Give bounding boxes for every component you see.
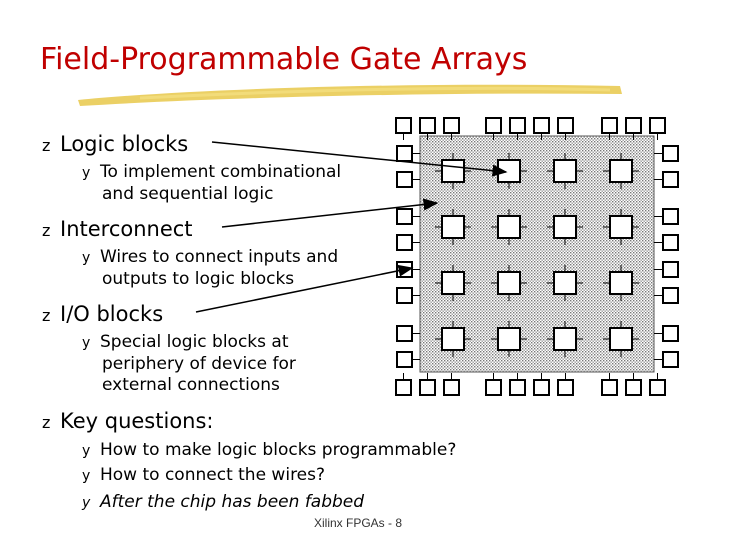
logic-block [609, 271, 633, 295]
sub-bullet: y After the chip has been fabbed [82, 492, 364, 514]
io-block [396, 287, 413, 304]
io-block [625, 379, 642, 396]
logic-block [497, 215, 521, 239]
bullet-icon: z [42, 306, 51, 325]
logic-block [441, 327, 465, 351]
io-block [509, 379, 526, 396]
io-block [396, 171, 413, 188]
io-block [396, 145, 413, 162]
logic-block [609, 215, 633, 239]
sub-bullet: y To implement combinational and sequenti… [82, 162, 341, 205]
sub-bullet: y Wires to connect inputs and outputs to … [82, 247, 338, 290]
sub-bullet-line: outputs to logic blocks [102, 269, 295, 289]
io-block [649, 379, 666, 396]
sub-bullet-icon: y [82, 443, 91, 459]
arrow-logic-blocks [211, 141, 508, 177]
io-block [419, 379, 436, 396]
sub-bullet-line: Special logic blocks at [100, 332, 289, 352]
logic-block [553, 159, 577, 183]
logic-block [609, 159, 633, 183]
sub-bullet-line: To implement combinational [100, 162, 342, 182]
io-block [395, 117, 412, 134]
io-block [533, 379, 550, 396]
bullet-key-questions: z Key questions: [42, 409, 214, 433]
logic-block [553, 215, 577, 239]
sub-bullet-icon: y [82, 250, 91, 266]
io-block [443, 379, 460, 396]
io-block [662, 145, 679, 162]
sub-bullet-icon: y [82, 165, 91, 181]
logic-block [441, 271, 465, 295]
io-block [662, 287, 679, 304]
io-block [395, 379, 412, 396]
logic-block-grid [435, 153, 639, 357]
sub-bullet-line: and sequential logic [102, 184, 274, 204]
bullet-label: Key questions: [60, 409, 214, 433]
io-block [557, 117, 574, 134]
bullet-interconnect: z Interconnect [42, 217, 193, 241]
io-block [662, 208, 679, 225]
io-block [662, 261, 679, 278]
logic-block [609, 327, 633, 351]
io-block [396, 325, 413, 342]
io-block-ring [395, 117, 679, 396]
io-block [601, 117, 618, 134]
sub-bullet-icon: y [82, 468, 91, 484]
io-block [509, 117, 526, 134]
pointer-arrows [195, 141, 508, 313]
sub-bullet-line: How to make logic blocks programmable? [100, 440, 457, 460]
bullet-io-blocks: z I/O blocks [42, 302, 163, 326]
arrow-interconnect [221, 198, 439, 228]
bullet-logic-blocks: z Logic blocks [42, 132, 188, 156]
bullet-icon: z [42, 413, 51, 432]
io-block [601, 379, 618, 396]
sub-bullet: y How to connect the wires? [82, 465, 325, 487]
io-block [557, 379, 574, 396]
io-block [649, 117, 666, 134]
io-block [396, 208, 413, 225]
bullet-label: Logic blocks [60, 132, 189, 156]
logic-block [553, 271, 577, 295]
sub-bullet: y Special logic blocks at periphery of de… [82, 332, 296, 396]
logic-block [441, 215, 465, 239]
io-block [485, 379, 502, 396]
slide-footer: Xilinx FPGAs - 8 [314, 516, 403, 530]
logic-block [441, 159, 465, 183]
sub-bullet-icon: y [82, 495, 91, 511]
io-block [443, 117, 460, 134]
bullet-icon: z [42, 136, 51, 155]
sub-bullet-line: periphery of device for [102, 354, 296, 374]
io-block [533, 117, 550, 134]
logic-block [553, 327, 577, 351]
io-block [419, 117, 436, 134]
io-block [396, 234, 413, 251]
io-block [662, 234, 679, 251]
arrow-io-blocks [195, 264, 414, 313]
io-block [662, 351, 679, 368]
sub-bullet-line: How to connect the wires? [100, 465, 326, 485]
io-block [396, 351, 413, 368]
bullet-icon: z [42, 221, 51, 240]
sub-bullet-line: Wires to connect inputs and [100, 247, 339, 267]
bullet-label: Interconnect [60, 217, 193, 241]
io-block [662, 325, 679, 342]
bullet-label: I/O blocks [60, 302, 164, 326]
logic-block [497, 327, 521, 351]
sub-bullet: y How to make logic blocks programmable? [82, 440, 456, 462]
sub-bullet-line: After the chip has been fabbed [100, 492, 365, 512]
io-block [662, 171, 679, 188]
io-block [625, 117, 642, 134]
io-block [485, 117, 502, 134]
sub-bullet-icon: y [82, 335, 91, 351]
slide-title: Field-Programmable Gate Arrays [40, 42, 528, 77]
logic-block [497, 271, 521, 295]
sub-bullet-line: external connections [102, 375, 280, 395]
